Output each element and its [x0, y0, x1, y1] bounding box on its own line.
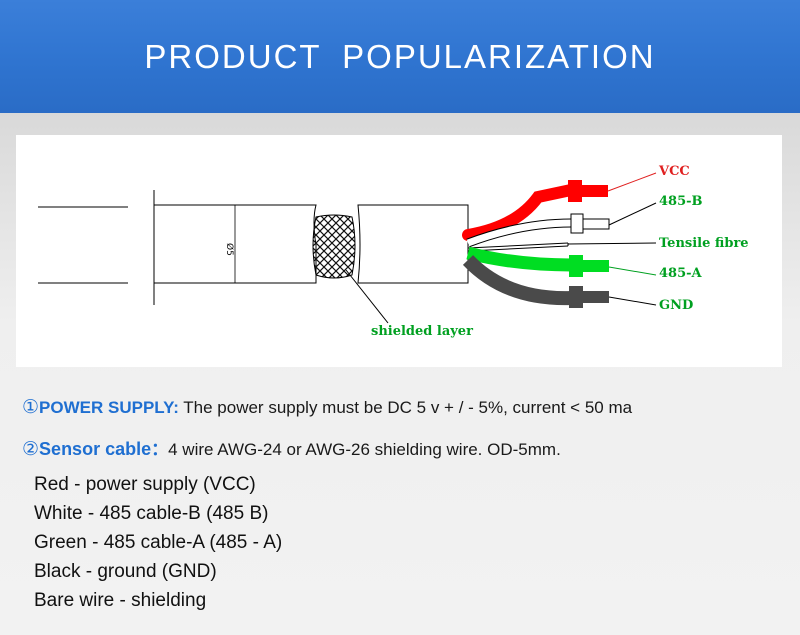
list-item: Red - power supply (VCC)	[34, 474, 256, 495]
wire-green	[466, 246, 609, 277]
cable-diagram: Ø5	[16, 135, 782, 367]
cable-diagram-svg: Ø5	[38, 164, 749, 339]
list-item: White - 485 cable-B (485 B)	[34, 503, 269, 524]
sensor-cable-text: 4 wire AWG-24 or AWG-26 shielding wire. …	[168, 440, 561, 459]
label-485-a: 485-A	[659, 266, 703, 281]
label-tensile-fibre: Tensile fibre	[659, 236, 749, 251]
diameter-label: Ø5	[224, 243, 235, 256]
list-item: Bare wire - shielding	[34, 590, 207, 611]
label-shielded-layer: shielded layer	[371, 324, 473, 339]
shield-mesh	[312, 214, 356, 279]
label-vcc: VCC	[658, 164, 690, 179]
cable-stub-left	[38, 206, 128, 284]
leader-lines	[345, 172, 657, 324]
sensor-cable-separator: ：	[151, 440, 169, 459]
page-title: PRODUCT POPULARIZATION	[144, 38, 656, 75]
number-one-marker: ①	[22, 397, 40, 418]
list-item: Green - 485 cable-A (485 - A)	[34, 532, 283, 553]
sensor-cable-line: ②Sensor cable：4 wire AWG-24 or AWG-26 sh…	[22, 435, 561, 461]
power-supply-label: POWER SUPPLY:	[39, 398, 179, 417]
number-two-marker: ②	[22, 439, 40, 460]
power-supply-line: ①POWER SUPPLY: The power supply must be …	[22, 396, 632, 419]
label-485-b: 485-B	[659, 194, 703, 209]
wire-red	[462, 180, 608, 241]
wire-color-list: Red - power supply (VCC) White - 485 cab…	[34, 470, 282, 615]
cable-jacket: Ø5	[154, 204, 317, 284]
power-supply-text: The power supply must be DC 5 v + / - 5%…	[178, 398, 633, 417]
header-banner: PRODUCT POPULARIZATION	[0, 0, 800, 113]
label-gnd: GND	[659, 298, 693, 313]
wire-white	[466, 213, 610, 248]
sensor-cable-label: Sensor cable	[39, 439, 152, 459]
cable-jacket-end	[357, 204, 469, 284]
wire-black	[462, 255, 609, 308]
list-item: Black - ground (GND)	[34, 561, 217, 582]
